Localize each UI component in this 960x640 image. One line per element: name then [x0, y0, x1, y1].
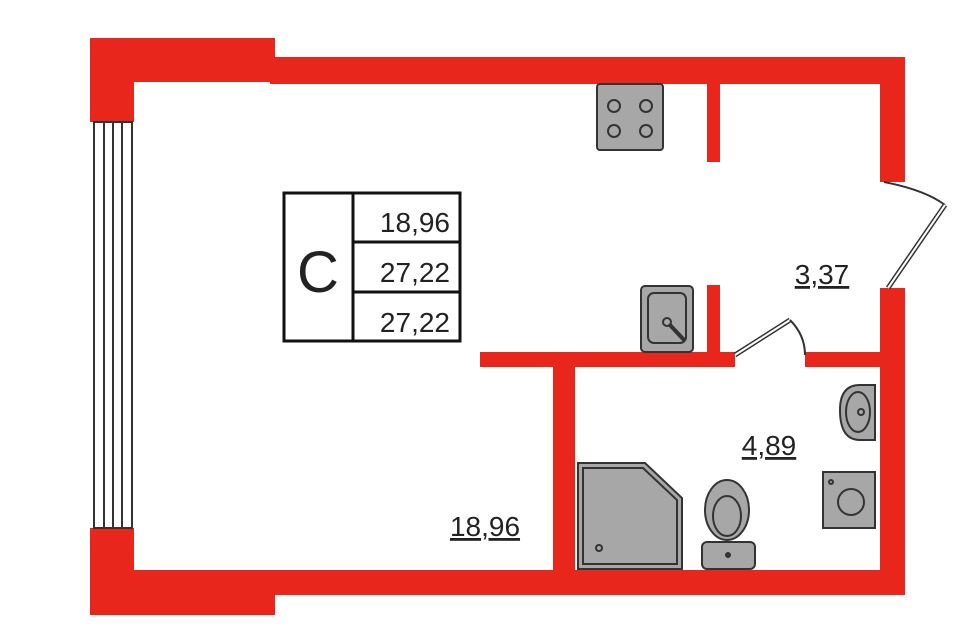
total-area-value: 27,22 [380, 257, 450, 288]
toilet-icon [701, 479, 756, 570]
washbasin-icon [838, 384, 876, 441]
entrance-door[interactable] [883, 181, 948, 290]
bathroom-door[interactable] [733, 317, 806, 358]
wall-bath-left [553, 352, 575, 574]
wall-bath-top-right [805, 352, 885, 367]
hallway-area: 3,37 [795, 259, 850, 290]
window [93, 121, 133, 529]
wall-right-upper [880, 57, 905, 182]
shower-tray-icon [577, 462, 683, 570]
wall-top [270, 57, 905, 84]
washing-machine-icon [822, 471, 876, 529]
wall-bath-top-left [480, 352, 735, 367]
wall-kitchen-lower [707, 285, 720, 355]
living-area-value: 18,96 [380, 207, 450, 238]
apartment-type-label: С [297, 240, 339, 305]
kitchen-sink-icon [640, 285, 694, 353]
wall-right-lower [880, 288, 905, 595]
bathroom-area: 4,89 [742, 430, 797, 461]
living-room-area: 18,96 [450, 511, 520, 542]
walls [90, 38, 905, 615]
stove-icon [596, 83, 664, 151]
wall-kitchen-upper [707, 82, 720, 162]
total-area-with-balcony-value: 27,22 [380, 307, 450, 338]
area-legend: С 18,96 27,22 27,22 [282, 191, 462, 343]
wall-left-upper [90, 38, 134, 122]
wall-bottom [130, 570, 905, 595]
